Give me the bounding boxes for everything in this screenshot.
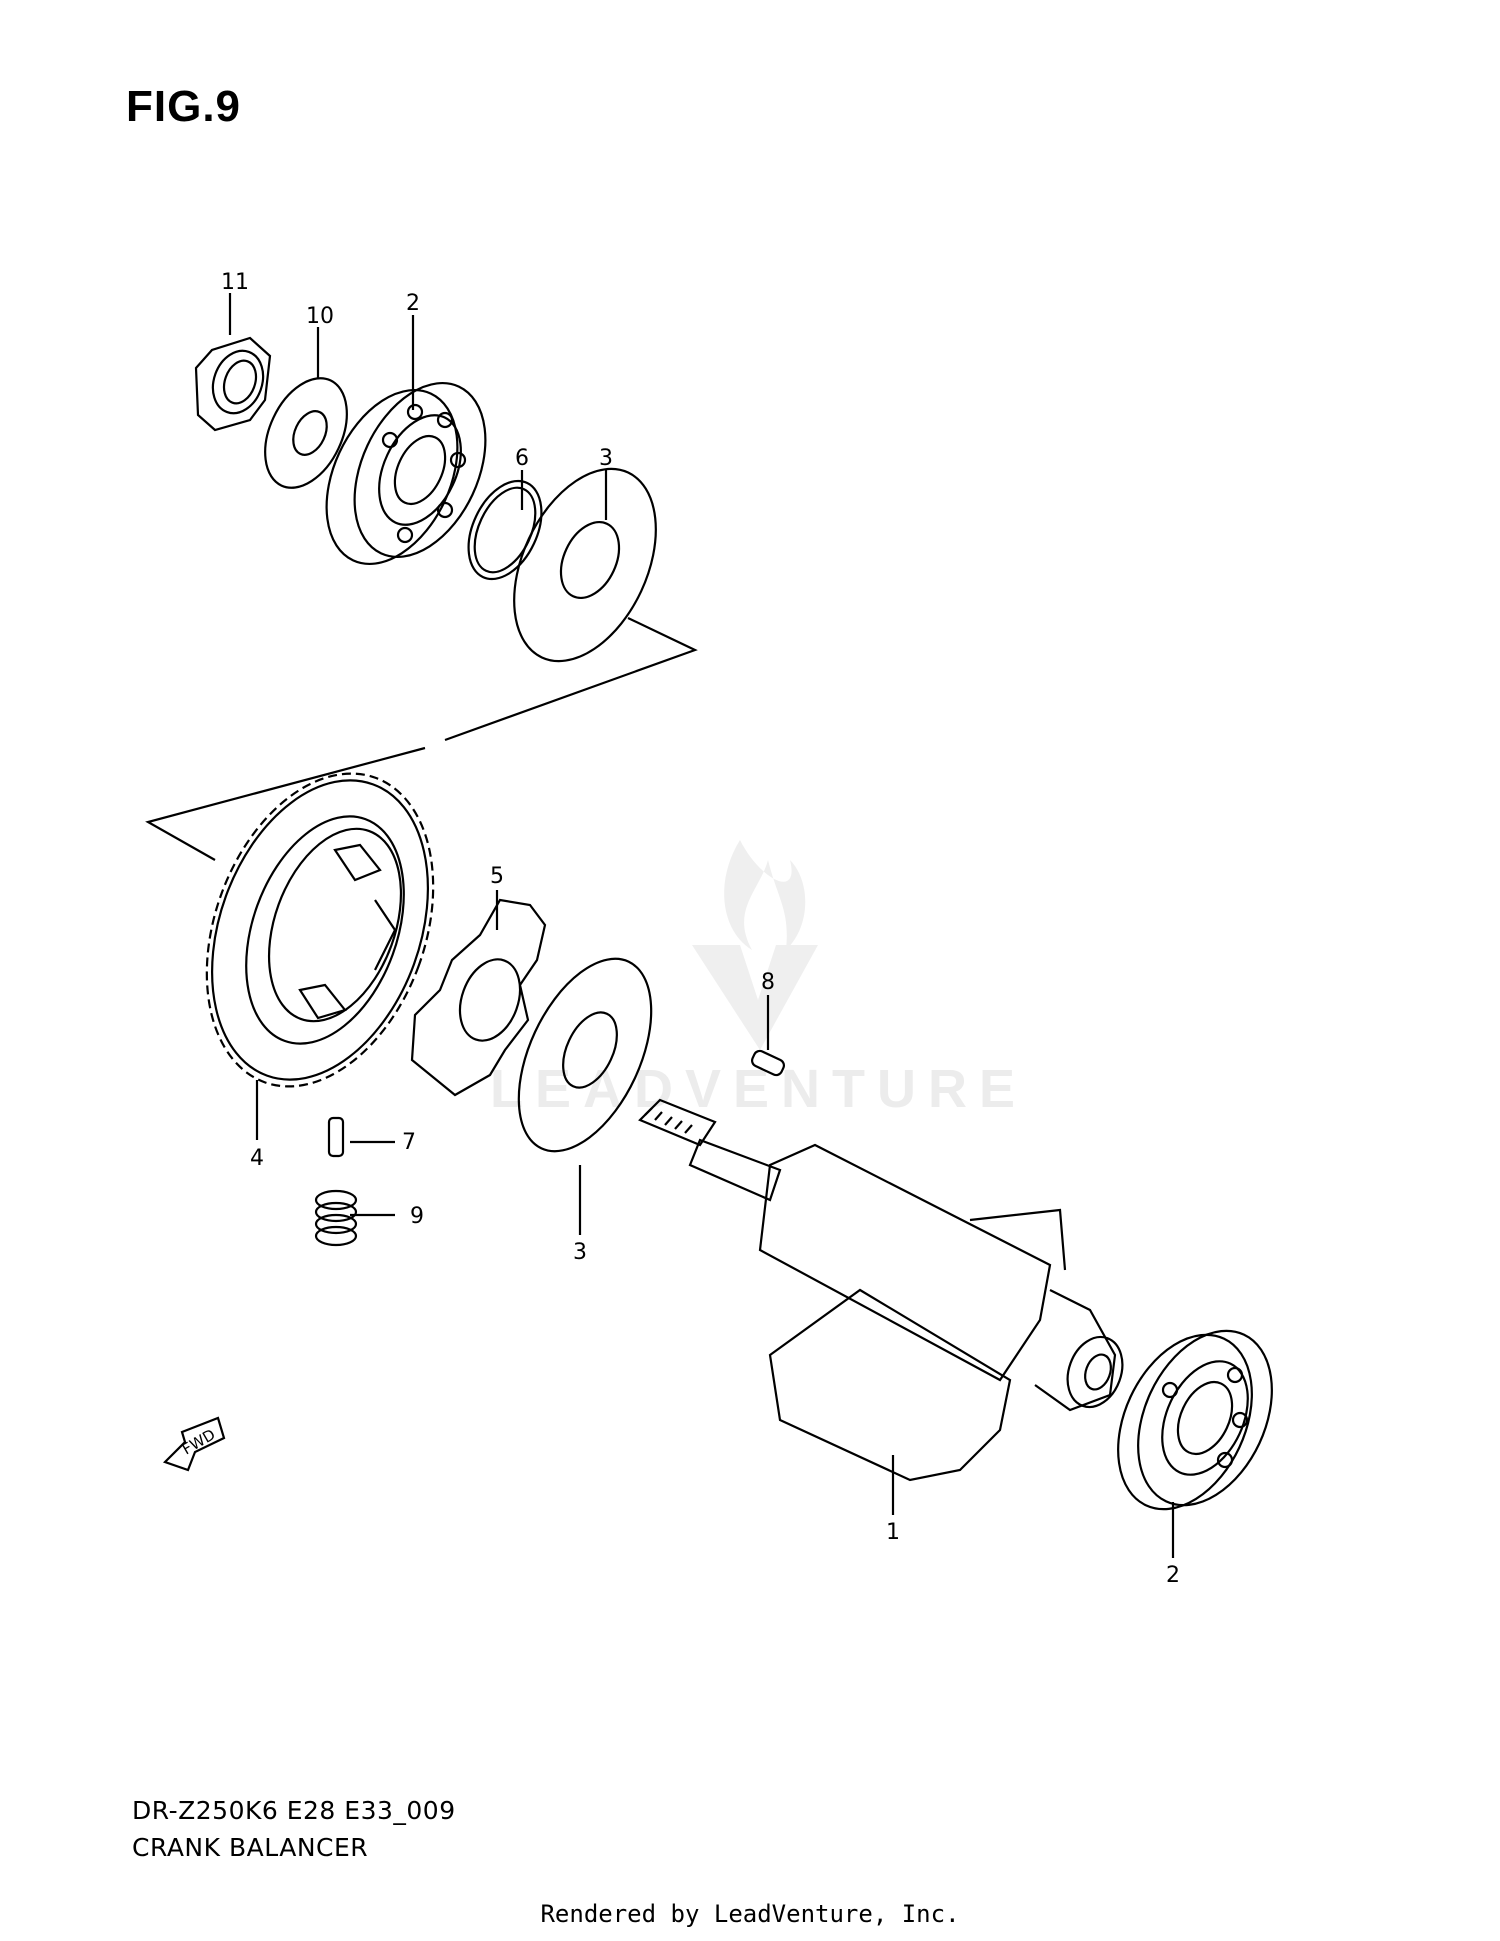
callout-2-upper: 2: [406, 291, 420, 316]
callout-3-lower: 3: [573, 1240, 587, 1265]
part-3-washer-upper: [513, 467, 657, 663]
callout-8: 8: [761, 970, 775, 995]
callout-4: 4: [250, 1146, 264, 1171]
callout-3-upper: 3: [599, 446, 613, 471]
part-5-damper: [410, 898, 547, 1097]
figure-title: FIG.9: [126, 82, 242, 131]
fwd-arrow-icon: FWD: [162, 1416, 226, 1472]
callout-9: 9: [410, 1204, 424, 1229]
callout-6: 6: [515, 446, 529, 471]
watermark-text: LEADVENTURE: [490, 1059, 1028, 1119]
part-6-o-ring: [467, 479, 543, 581]
callout-11: 11: [221, 270, 249, 295]
footer-credit: Rendered by LeadVenture, Inc.: [540, 1900, 960, 1928]
callout-1: 1: [886, 1520, 900, 1545]
part-2-bearing-upper: [325, 381, 487, 566]
part-10-washer: [264, 377, 348, 489]
part-3-washer-lower: [517, 957, 653, 1153]
model-code: DR-Z250K6 E28 E33_009: [132, 1796, 456, 1825]
assembly-name: CRANK BALANCER: [132, 1833, 369, 1862]
callout-2-lower: 2: [1166, 1563, 1180, 1588]
callout-7: 7: [402, 1130, 416, 1155]
part-1-balancer-shaft: [638, 1098, 1124, 1482]
part-11-nut: [194, 336, 272, 432]
part-2-bearing-lower: [1117, 1329, 1273, 1511]
callout-10: 10: [306, 304, 334, 329]
part-7-pin: [327, 1116, 345, 1158]
callout-5: 5: [490, 864, 504, 889]
part-4-balancer-gear: [205, 772, 435, 1088]
part-8-key: [750, 1049, 786, 1077]
part-9-spring: [314, 1189, 358, 1247]
leadventure-logo-icon: [692, 840, 818, 1050]
